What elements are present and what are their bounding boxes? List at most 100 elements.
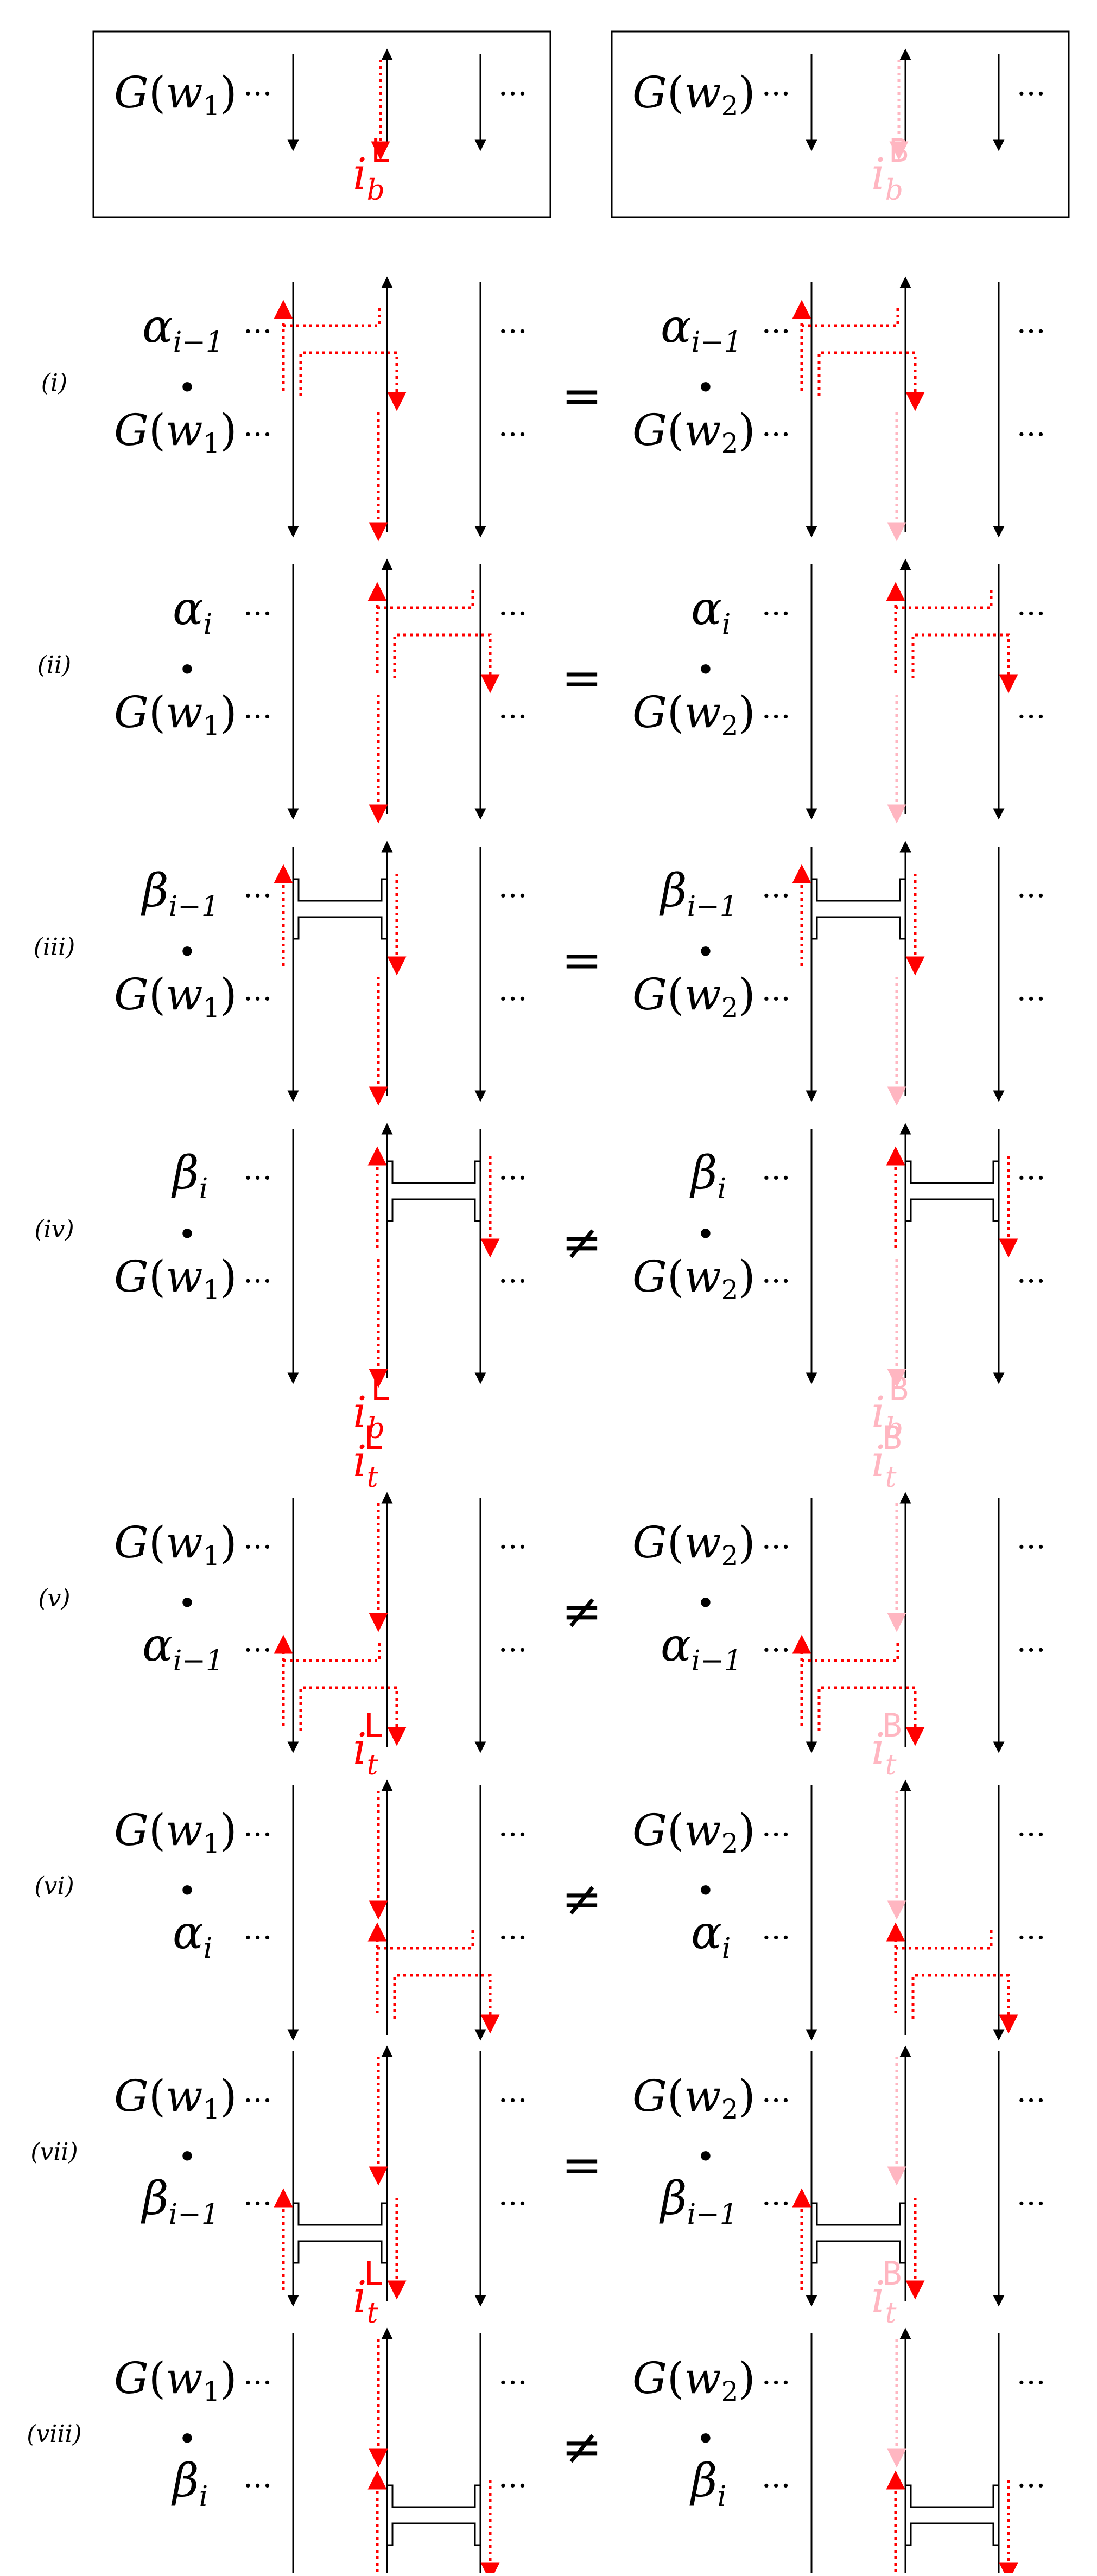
generator-label: G(w2) bbox=[632, 405, 756, 459]
product-dot: • bbox=[696, 2138, 715, 2176]
generator-label: G(w1) bbox=[114, 405, 237, 459]
strand-label: itB bbox=[871, 1419, 902, 1494]
equation-row-vii: (vii)=βi−1···•G(w1)·········βi−1···•G(w2… bbox=[30, 2045, 1045, 2307]
right-diagram: αi···•G(w2)········· bbox=[632, 558, 1045, 824]
left-diagram: αi···•G(w1)·········itL bbox=[114, 1707, 527, 2041]
bridge-upper bbox=[905, 1160, 999, 1184]
product-dot: • bbox=[177, 651, 196, 689]
word-label: αi−1 bbox=[661, 1618, 742, 1677]
word-label: αi bbox=[691, 1906, 731, 1965]
ellipsis: ··· bbox=[1017, 1264, 1045, 1299]
ellipsis: ··· bbox=[243, 2469, 272, 2504]
strand-label: ibL bbox=[353, 132, 390, 207]
product-dot: • bbox=[177, 1585, 196, 1623]
row-label: (vi) bbox=[34, 1872, 74, 1900]
ellipsis: ··· bbox=[1017, 1530, 1045, 1565]
left-diagram: βi···•G(w1)·········ibL bbox=[114, 1123, 527, 1445]
ellipsis: ··· bbox=[243, 314, 272, 349]
ellipsis: ··· bbox=[243, 1817, 272, 1853]
ellipsis: ··· bbox=[498, 879, 527, 914]
ellipsis: ··· bbox=[498, 699, 527, 735]
ellipsis: ··· bbox=[762, 699, 790, 735]
ellipsis: ··· bbox=[1017, 699, 1045, 735]
right-diagram: αi−1···•G(w2)·········itB bbox=[632, 1419, 1045, 1753]
ellipsis: ··· bbox=[1017, 314, 1045, 349]
bridge-lower bbox=[905, 2522, 999, 2546]
generator-label: G(w1) bbox=[114, 1251, 237, 1306]
bridge-lower bbox=[293, 916, 387, 940]
ellipsis: ··· bbox=[243, 1633, 272, 1668]
word-label: αi−1 bbox=[661, 300, 742, 359]
ellipsis: ··· bbox=[762, 1920, 790, 1956]
ellipsis: ··· bbox=[498, 1633, 527, 1668]
word-label: βi bbox=[171, 1146, 208, 1205]
ellipsis: ··· bbox=[762, 2083, 790, 2119]
tracked-path-cross bbox=[299, 1686, 407, 1746]
relation-symbol: = bbox=[561, 2136, 602, 2193]
tracked-path-cross bbox=[817, 1686, 925, 1746]
equation-row-ii: (ii)=αi···•G(w1)·········αi···•G(w2)····… bbox=[37, 558, 1045, 824]
strand-label: itL bbox=[353, 1419, 384, 1494]
ellipsis: ··· bbox=[243, 417, 272, 453]
generator-label: G(w1) bbox=[114, 1805, 237, 1859]
generator-label: G(w2) bbox=[632, 2071, 756, 2125]
equation-row-iii: (iii)=βi−1···•G(w1)·········βi−1···•G(w2… bbox=[34, 841, 1045, 1106]
product-dot: • bbox=[696, 933, 715, 971]
ellipsis: ··· bbox=[762, 1161, 790, 1196]
ellipsis: ··· bbox=[1017, 2186, 1045, 2222]
generator-label: G(w1) bbox=[114, 687, 237, 741]
right-diagram: βi−1···•G(w2)········· bbox=[632, 841, 1045, 1106]
generator-label: G(w1) bbox=[114, 969, 237, 1023]
top-panel-right: G(w2)······ibB bbox=[611, 30, 1070, 218]
product-dot: • bbox=[696, 1216, 715, 1254]
tracked-path-cross bbox=[802, 304, 899, 327]
product-dot: • bbox=[696, 1585, 715, 1623]
generator-label: G(w2) bbox=[632, 969, 756, 1023]
bridge-upper bbox=[905, 2484, 999, 2508]
ellipsis: ··· bbox=[762, 1817, 790, 1853]
row-label: (vii) bbox=[30, 2138, 78, 2166]
tracked-path-cross bbox=[283, 1639, 381, 1662]
tracked-path-cross bbox=[377, 586, 474, 609]
product-dot: • bbox=[696, 369, 715, 407]
word-label: αi bbox=[173, 582, 212, 641]
strand-label: itL bbox=[353, 1707, 384, 1782]
ellipsis: ··· bbox=[243, 1920, 272, 1956]
generator-label: G(w1) bbox=[114, 2353, 237, 2407]
generator-label: G(w2) bbox=[632, 2353, 756, 2407]
bridge-lower bbox=[293, 2240, 387, 2264]
ellipsis: ··· bbox=[243, 77, 272, 112]
generator-label: G(w1) bbox=[114, 1517, 237, 1572]
ellipsis: ··· bbox=[762, 596, 790, 632]
row-label: (iii) bbox=[34, 933, 75, 961]
tracked-path-cross bbox=[911, 633, 1018, 694]
word-label: βi bbox=[171, 2454, 208, 2513]
ellipsis: ··· bbox=[243, 596, 272, 632]
ellipsis: ··· bbox=[1017, 2469, 1045, 2504]
ellipsis: ··· bbox=[498, 1161, 527, 1196]
row-label: (v) bbox=[38, 1585, 70, 1612]
tracked-path-cross bbox=[393, 1974, 500, 2034]
strand-label: itL bbox=[353, 2255, 384, 2330]
top-panel-left: G(w1)······ibL bbox=[92, 30, 551, 218]
strand-label: ibB bbox=[871, 1370, 909, 1445]
ellipsis: ··· bbox=[762, 2469, 790, 2504]
word-label: αi bbox=[691, 582, 731, 641]
ellipsis: ··· bbox=[1017, 1817, 1045, 1853]
row-label: (viii) bbox=[27, 2420, 81, 2448]
bridge-lower bbox=[811, 916, 905, 940]
ellipsis: ··· bbox=[762, 2186, 790, 2222]
ellipsis: ··· bbox=[498, 2365, 527, 2401]
word-label: αi−1 bbox=[142, 1618, 224, 1677]
equation-row-iv: (iv)≠βi···•G(w1)·········ibLβi···•G(w2)·… bbox=[34, 1123, 1045, 1445]
ellipsis: ··· bbox=[498, 596, 527, 632]
bridge-lower bbox=[387, 2522, 480, 2546]
product-dot: • bbox=[177, 1216, 196, 1254]
ellipsis: ··· bbox=[498, 2083, 527, 2119]
tracked-path-cross bbox=[393, 633, 500, 694]
ellipsis: ··· bbox=[243, 879, 272, 914]
word-label: βi−1 bbox=[141, 864, 219, 923]
tracked-path-cross bbox=[817, 351, 925, 411]
generator-label: G(w2) bbox=[632, 1805, 756, 1859]
